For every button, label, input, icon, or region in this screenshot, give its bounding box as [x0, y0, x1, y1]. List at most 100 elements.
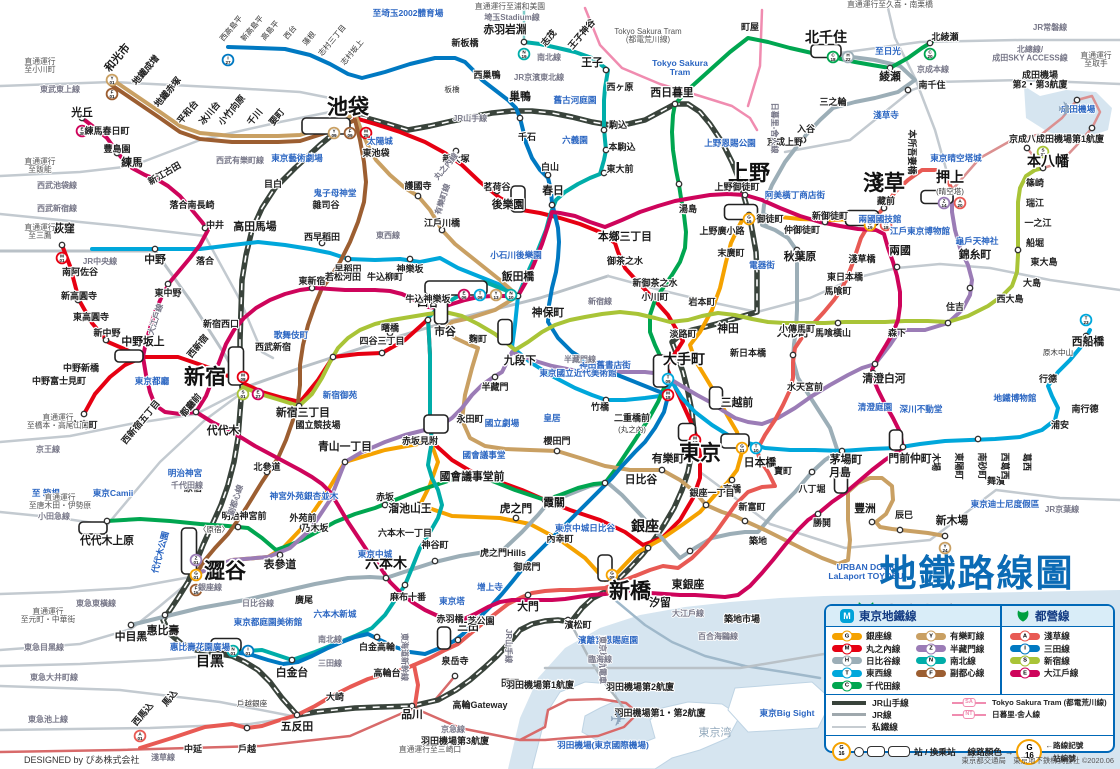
station-label: 北綾瀬 — [931, 31, 958, 42]
station-label: 四谷 — [417, 295, 439, 309]
line-toei-asakusa — [138, 168, 954, 750]
line-keisei-narita — [950, 94, 1102, 192]
station-dot — [493, 187, 501, 195]
station-label: 神樂坂 — [396, 263, 424, 274]
station-label: 新木場 — [936, 513, 969, 527]
badge-letter: F — [349, 128, 352, 133]
station-badge — [661, 388, 675, 402]
station-label: 羽田機場第1・第2航廈 — [614, 707, 706, 718]
station-label: 霞關 — [543, 496, 565, 509]
station-badge — [55, 251, 69, 265]
badge-number: 01 — [230, 651, 236, 656]
station-dot — [308, 284, 316, 292]
landmark-label: 東京Big Sight — [760, 707, 815, 718]
line-name-label: JR京濱東北線 — [514, 72, 564, 82]
station-label: 千石 — [518, 131, 536, 142]
badge-number: 10 — [609, 590, 615, 595]
interchange-station — [708, 386, 724, 410]
station-label: 飯田橋 — [501, 269, 535, 283]
badge-letter: A — [958, 198, 962, 203]
station-badge — [879, 218, 893, 232]
station-badge — [742, 212, 756, 226]
station-label: 八丁堀 — [797, 483, 825, 494]
station-label: 代代木上原 — [79, 533, 134, 547]
landmark-label: 至 箱根 — [32, 487, 61, 498]
station-label: 東高圓寺 — [73, 311, 109, 322]
station-dot — [406, 255, 414, 263]
station-label: 京成上野 — [767, 136, 803, 147]
landmark-label: 羽田機場(東京國際機場) — [557, 739, 649, 750]
station-label: 巢鴨 — [508, 89, 531, 103]
landmark-label: 國會議事堂 — [463, 449, 506, 460]
station-label: 大手町 — [663, 351, 705, 367]
line-name-label: 東急目黑線 — [24, 642, 64, 652]
station-label: 虎之門 — [500, 501, 533, 515]
station-dot — [382, 574, 390, 582]
station-badge — [251, 387, 265, 401]
landmark-label: 國立劇場 — [485, 417, 520, 428]
interchange-station — [423, 414, 449, 434]
station-label: 赤坂 — [376, 491, 395, 502]
station-dot — [263, 468, 271, 476]
station-label: 目黑 — [196, 653, 224, 669]
station-label: ✈ — [1058, 99, 1075, 121]
station-label: 江戶川橋 — [424, 217, 461, 228]
station-label: 西船橋 — [1072, 334, 1105, 348]
interchange-station — [433, 299, 449, 325]
station-pill-symbol — [867, 746, 885, 758]
station-label: 〈原宿〉 — [199, 524, 229, 534]
station-label: 落合 — [196, 255, 215, 266]
line-name-label: 淺草線 — [151, 752, 175, 762]
station-dot — [966, 284, 974, 292]
station-label: 京成八幡 — [1009, 133, 1046, 144]
station-label: 白金高輪 — [359, 641, 396, 652]
station-label: 板橋 — [444, 84, 460, 94]
line-toei-mita — [226, 45, 670, 666]
land-area — [531, 681, 741, 769]
station-dot — [329, 353, 337, 361]
station-label: 直通運行至三崎口 — [399, 744, 461, 754]
legend-header: M 東京地鐵線 都營線 — [826, 606, 1113, 627]
map-title: 地鐵路線圖 — [879, 553, 1075, 594]
badge-letter: N — [509, 290, 513, 295]
station-label: 末廣町 — [716, 247, 744, 258]
badge-number: 24 — [942, 548, 948, 553]
station-badge — [343, 126, 357, 140]
badge-number: 14 — [941, 203, 947, 208]
station-badge — [75, 124, 89, 138]
station-dot — [78, 114, 86, 122]
station-dot — [192, 408, 200, 416]
station-label: 新御茶之水 — [632, 277, 678, 288]
station-dot — [58, 241, 66, 249]
station-label: 西巢鴨 — [473, 69, 500, 80]
line-name-label: 臨海線 — [588, 654, 612, 664]
station-label: 仲御徒町 — [784, 224, 820, 235]
station-label: 白金台 — [276, 665, 309, 679]
station-dot — [381, 501, 389, 509]
line-name-label: JR山手線 — [504, 629, 514, 663]
line-name-label: 百合海鷗線 — [698, 631, 738, 641]
interchange-station — [424, 280, 488, 296]
station-dot — [834, 319, 842, 327]
station-label: 赤羽岩淵 — [483, 22, 526, 36]
badge-letter: N — [231, 646, 235, 651]
landmark-label: 淺草寺 — [873, 109, 899, 120]
station-label: 一之江 — [1024, 217, 1051, 228]
station-dot — [113, 149, 121, 157]
badge-letter: G — [194, 570, 198, 575]
station-label: 木場 — [931, 452, 942, 471]
transfer-pill-symbol — [888, 746, 910, 758]
badge-number: 01 — [137, 736, 143, 741]
badge-letter: G — [740, 443, 744, 448]
station-badge — [517, 47, 531, 61]
station-label: 豐洲 — [854, 501, 876, 515]
landmark-label: 東京都庭園美術館 — [234, 616, 303, 627]
station-dot — [741, 191, 749, 199]
station-label: 西日暮里 — [650, 85, 693, 99]
station-dot — [564, 616, 572, 624]
station-label: 南阿佐谷 — [62, 266, 99, 277]
